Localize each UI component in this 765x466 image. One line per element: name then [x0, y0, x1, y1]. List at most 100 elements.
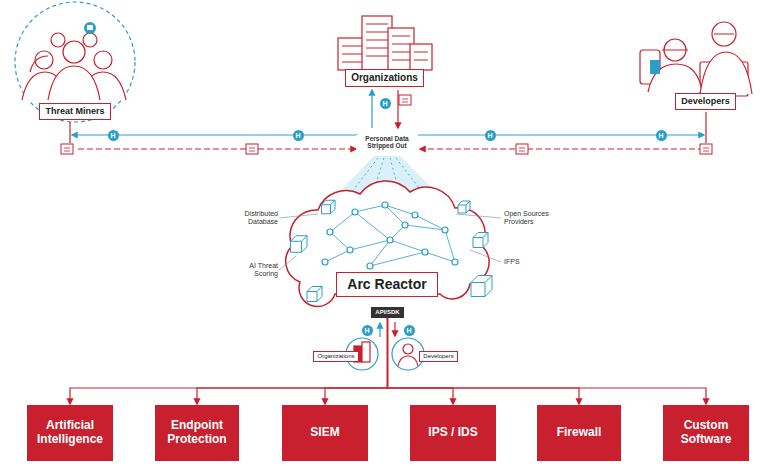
client-icons — [362, 342, 370, 362]
hash-badge: H — [108, 130, 119, 141]
developers-figure — [662, 34, 734, 50]
annotation-label: IFPS — [504, 258, 544, 266]
node-text: Threat Miners — [45, 106, 104, 116]
product-box: Artificial Intelligence — [27, 405, 113, 461]
network-link — [370, 252, 425, 266]
network-node — [442, 227, 448, 233]
cube-icon — [291, 200, 493, 301]
developers-figure — [650, 60, 660, 74]
connector — [388, 318, 707, 404]
hash-badge: H — [404, 325, 415, 336]
arc-reactor-cloud — [279, 181, 501, 307]
core-box: Arc Reactor — [336, 272, 438, 297]
developers-figure — [700, 52, 752, 94]
document-icon — [399, 95, 411, 105]
data-exchange-lines — [394, 322, 395, 336]
label-box: Organizations — [345, 69, 424, 87]
client-icons — [403, 344, 413, 354]
network-node — [347, 247, 353, 253]
data-exchange-lines — [705, 112, 706, 143]
threat-miners-figure — [35, 51, 53, 69]
threat-miners-figure — [30, 56, 48, 72]
threat-miners-figure — [63, 41, 85, 63]
connector — [197, 318, 388, 404]
document-icon — [700, 144, 712, 154]
annotation-label: Open Sources Providers — [504, 210, 564, 226]
network-node — [367, 263, 373, 269]
node-text: Arc Reactor — [347, 276, 426, 292]
label-box: Developers — [675, 93, 736, 110]
data-exchange-lines — [420, 148, 704, 149]
product-box: SIEM — [282, 405, 368, 461]
threat-miners-figure — [84, 22, 96, 34]
organizations-figure — [338, 16, 432, 70]
organizations-figure — [342, 24, 428, 62]
organizations-figure — [410, 44, 432, 70]
label-box: Threat Miners — [39, 103, 111, 120]
network-link — [390, 240, 425, 252]
cube-icon — [473, 233, 488, 248]
cube-icon — [291, 236, 308, 253]
document-icon — [516, 144, 528, 154]
annotation-label: Personal Data Stripped Out — [356, 135, 418, 150]
network-link — [355, 205, 385, 212]
hash-badge: H — [293, 130, 304, 141]
node-text: Artificial Intelligence — [35, 419, 105, 447]
node-text: Organizations — [317, 353, 354, 360]
node-text: Custom Software — [671, 419, 741, 447]
document-icon — [703, 148, 709, 151]
threat-miners-figure — [51, 33, 65, 47]
data-exchange-lines — [69, 122, 70, 143]
product-box: Custom Software — [663, 405, 749, 461]
document-icon — [61, 95, 712, 154]
connector — [70, 318, 388, 404]
annotation-label: Distributed Database — [228, 210, 278, 226]
product-box: IPS / IDS — [410, 405, 496, 461]
hash-badge: H — [362, 325, 373, 336]
threat-miners-figure — [83, 33, 97, 47]
product-box: Firewall — [537, 405, 621, 461]
network-link — [370, 240, 390, 266]
document-icon — [61, 144, 73, 154]
data-exchange-lines — [78, 148, 356, 149]
node-text: Developers — [423, 353, 453, 360]
network-node — [412, 212, 418, 218]
document-icon — [64, 148, 70, 151]
node-text: API/SDK — [375, 309, 399, 316]
document-icon — [519, 148, 525, 151]
client-icons — [398, 356, 418, 366]
data-exchange-lines — [371, 90, 372, 128]
network-link — [330, 232, 350, 250]
document-icon — [246, 144, 258, 154]
threat-miners-figure — [15, 2, 135, 122]
network-node — [327, 229, 333, 235]
label-box: Developers — [419, 351, 458, 362]
threat-miners-figure — [15, 2, 135, 122]
developers-figure — [640, 22, 752, 96]
network-link — [385, 205, 405, 225]
threat-miners-figure — [87, 25, 93, 30]
network-link — [325, 250, 350, 262]
cube-icon — [471, 276, 492, 297]
node-text: SIEM — [310, 426, 339, 440]
node-text: IPS / IDS — [428, 426, 477, 440]
network-node — [382, 202, 388, 208]
arc-reactor-cloud — [286, 181, 489, 307]
label-box: Organizations — [313, 351, 359, 362]
network-link — [355, 212, 390, 240]
cube-icon — [307, 287, 322, 302]
hash-badge: H — [380, 98, 391, 109]
annotation-label: AI Threat Scoring — [228, 262, 278, 278]
data-exchange-lines — [70, 90, 706, 337]
network-node — [422, 249, 428, 255]
network-link — [445, 230, 455, 262]
hash-badge: H — [485, 130, 496, 141]
label-box: API/SDK — [371, 307, 404, 318]
product-box: Endpoint Protection — [155, 405, 239, 461]
node-text: Developers — [681, 96, 730, 106]
document-icon — [249, 148, 255, 151]
network-node — [452, 259, 458, 265]
network-graph — [322, 202, 458, 269]
network-link — [425, 252, 455, 262]
cube-icon — [322, 200, 336, 214]
